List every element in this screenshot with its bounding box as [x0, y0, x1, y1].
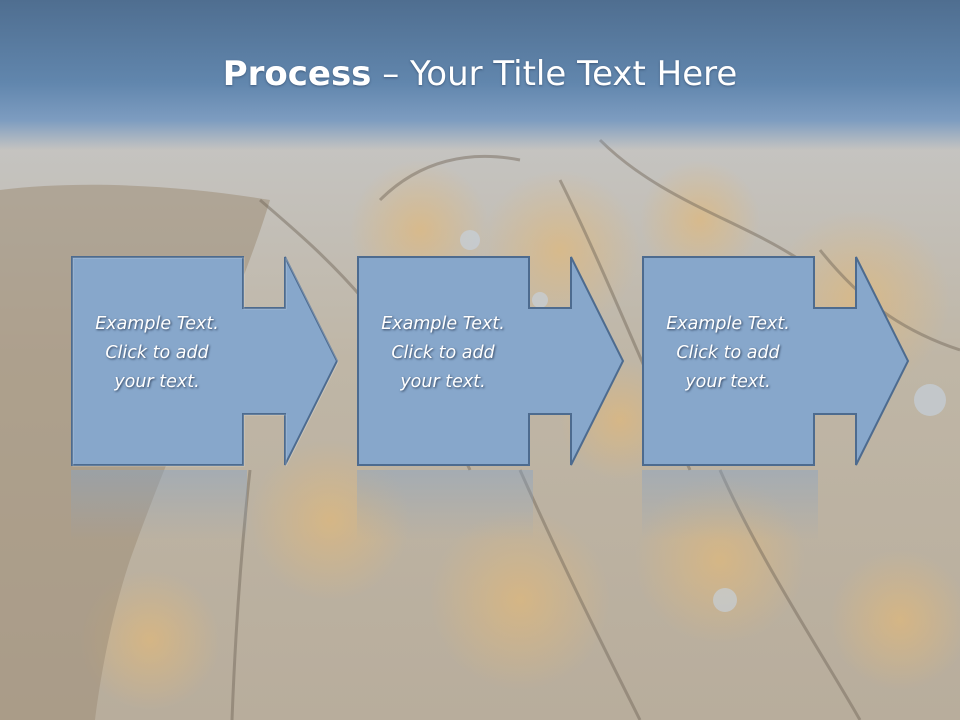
step-text-line-3: your text. — [685, 372, 771, 392]
title-rest-part: – Your Title Text Here — [371, 54, 738, 94]
process-step-3[interactable]: Example Text. Click to add your text. — [642, 256, 914, 466]
step-text-line-3: your text. — [400, 372, 486, 392]
step-reflection — [71, 470, 247, 540]
arrow-box-shape — [357, 256, 625, 466]
step-text[interactable]: Example Text. Click to add your text. — [71, 310, 243, 397]
step-text[interactable]: Example Text. Click to add your text. — [642, 310, 814, 397]
step-text-line-2: Click to add — [391, 343, 495, 363]
step-text-line-1: Example Text. — [666, 314, 790, 334]
step-reflection — [357, 470, 533, 540]
slide-title[interactable]: Process – Your Title Text Here — [0, 52, 960, 96]
step-reflection — [642, 470, 818, 540]
process-step-1[interactable]: Example Text. Click to add your text. — [71, 256, 343, 467]
title-band — [0, 0, 960, 150]
step-text-line-3: your text. — [114, 372, 200, 392]
title-bold-part: Process — [222, 54, 372, 94]
process-step-2[interactable]: Example Text. Click to add your text. — [357, 256, 629, 466]
step-text-line-1: Example Text. — [381, 314, 505, 334]
arrow-box-shape — [71, 256, 339, 467]
step-text-line-2: Click to add — [676, 343, 780, 363]
step-text-line-1: Example Text. — [95, 314, 219, 334]
arrow-box-shape — [642, 256, 910, 466]
step-text[interactable]: Example Text. Click to add your text. — [357, 310, 529, 397]
step-text-line-2: Click to add — [105, 343, 209, 363]
